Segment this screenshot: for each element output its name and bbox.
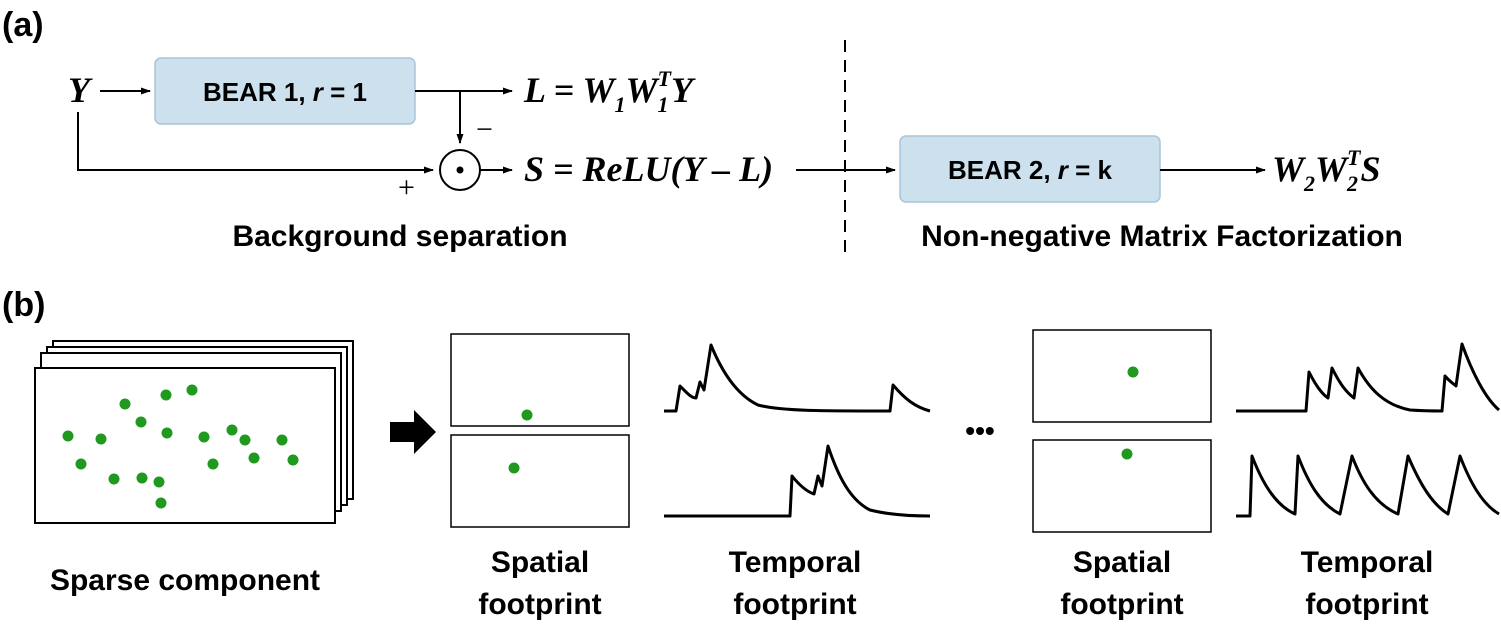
sparse-dot [136,472,148,484]
caption-background-separation: Background separation [232,220,567,253]
bear1-label: BEAR 1, r = 1 [203,77,367,107]
input-y: Y [68,70,93,110]
sparse-dot [186,384,198,396]
sparse-dot [160,389,172,401]
temporal-trace-3 [1236,342,1501,413]
caption-nmf: Non-negative Matrix Factorization [921,220,1403,253]
caption-temporal-2b: footprint [1305,588,1428,621]
caption-spatial-1a: Spatial [491,546,589,579]
odot-center [456,166,464,174]
caption-temporal-1b: footprint [733,588,856,621]
sparse-dot [155,497,167,509]
spatial-footprint-box-3 [1032,329,1212,423]
plus-sign: + [398,171,415,204]
spatial-dot-4 [1121,448,1133,460]
arrow-y-to-odot [77,112,434,174]
spatial-footprint-box-1 [450,333,630,427]
caption-spatial-2b: footprint [1060,588,1183,621]
sparse-dot [153,476,165,488]
sparse-dot [198,431,210,443]
minus-sign: − [476,113,493,146]
panel-a-label: (a) [2,6,44,44]
spatial-dot-2 [508,462,520,474]
sparse-dot [135,416,147,428]
caption-spatial-2a: Spatial [1073,546,1171,579]
sparse-dot [248,452,260,464]
sparse-dot [226,424,238,436]
spatial-dot-1 [521,409,533,421]
stack-frame-front [34,367,336,524]
sparse-dot [161,427,173,439]
caption-spatial-1b: footprint [478,588,601,621]
temporal-trace-4 [1236,454,1500,518]
caption-sparse-component: Sparse component [50,564,320,597]
thick-arrow-icon [390,410,436,454]
S-equation: S = ReLU(Y – L) [524,149,773,189]
sparse-dot [276,434,288,446]
sparse-dot [108,473,120,485]
sparse-dot [287,454,299,466]
spatial-dot-3 [1127,366,1139,378]
caption-temporal-1a: Temporal [729,546,862,579]
sparse-frame-stack [34,340,354,524]
panel-b-label: (b) [2,286,45,324]
sparse-dots [62,384,299,509]
sparse-dot [62,430,74,442]
spatial-footprint-box-2 [450,434,630,528]
sparse-dot [239,434,251,446]
temporal-trace-1 [664,343,931,413]
sparse-dot [207,458,219,470]
output-equation: W2W2TS [1272,145,1381,196]
sparse-dot [119,398,131,410]
ellipsis: ••• [965,415,994,446]
sparse-dot [75,458,87,470]
caption-temporal-2a: Temporal [1301,546,1434,579]
bear2-label: BEAR 2, r = k [948,155,1113,185]
L-equation: L = W1W1TY [523,66,696,117]
temporal-trace-2 [664,444,931,518]
sparse-dot [95,433,107,445]
